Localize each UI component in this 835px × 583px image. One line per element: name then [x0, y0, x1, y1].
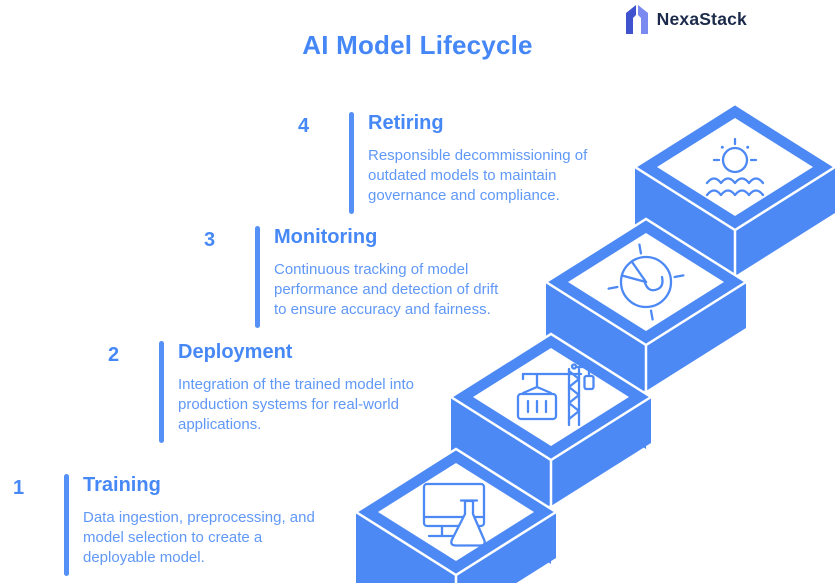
step-accent-bar	[255, 226, 260, 328]
step-description: Responsible decommissioning of outdated …	[368, 147, 588, 204]
step-description: Integration of the trained model into pr…	[178, 376, 414, 433]
step-number: 1	[13, 477, 25, 499]
step-title: Deployment	[178, 341, 293, 363]
step-title: Monitoring	[274, 226, 378, 248]
step-item-3: 3 Monitoring Continuous tracking of mode…	[204, 226, 524, 332]
page-title: AI Model Lifecycle	[302, 30, 533, 60]
brand-name: NexaStack	[656, 9, 747, 29]
monitoring-gauge-icon	[607, 243, 685, 321]
step-1-platform	[353, 447, 559, 583]
step-item-1: 1 Training Data ingestion, preprocessing…	[13, 474, 333, 580]
step-number: 2	[108, 344, 120, 366]
step-item-2: 2 Deployment Integration of the trained …	[108, 341, 428, 447]
step-accent-bar	[64, 474, 69, 576]
step-title: Training	[83, 474, 161, 496]
deployment-crane-icon	[516, 363, 595, 427]
retiring-sunset-icon	[705, 137, 765, 197]
step-description: Continuous tracking of model performance…	[274, 261, 499, 318]
step-accent-bar	[159, 341, 164, 443]
step-description: Data ingestion, preprocessing, and model…	[83, 509, 315, 566]
step-number: 3	[204, 229, 216, 251]
step-accent-bar	[349, 112, 354, 214]
step-item-4: 4 Retiring Responsible decommissioning o…	[298, 112, 618, 218]
nexastack-logo-icon	[625, 5, 648, 34]
brand-logo: NexaStack	[625, 5, 747, 34]
training-monitor-flask-icon	[422, 482, 486, 547]
step-title: Retiring	[368, 112, 444, 134]
step-number: 4	[298, 115, 310, 137]
